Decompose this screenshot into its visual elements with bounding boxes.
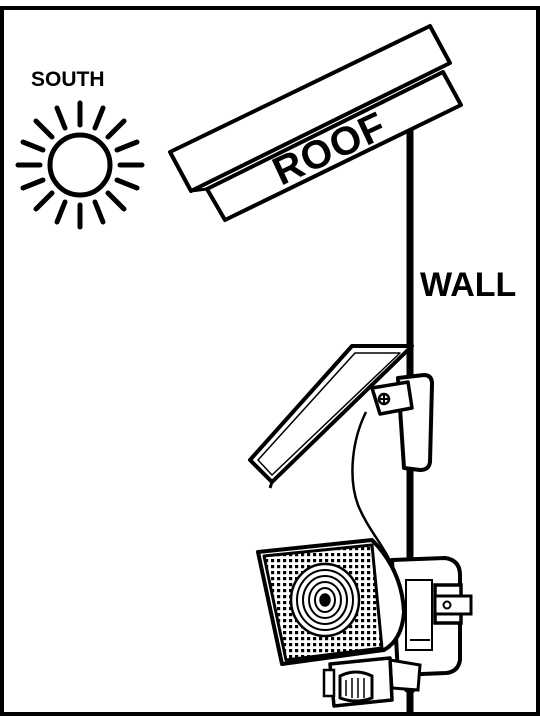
label-south: SOUTH <box>31 68 105 91</box>
diagram-frame <box>0 6 540 716</box>
label-wall: WALL <box>420 266 516 304</box>
floodlight-icon <box>388 556 473 694</box>
lamp-head-icon <box>256 538 406 666</box>
sun-icon <box>15 100 145 230</box>
roof-icon <box>168 24 463 222</box>
solar-panel-icon <box>248 344 414 489</box>
motion-sensor-icon <box>322 656 394 708</box>
cable-icon <box>351 411 395 569</box>
mounting-bracket-icon <box>370 373 434 472</box>
